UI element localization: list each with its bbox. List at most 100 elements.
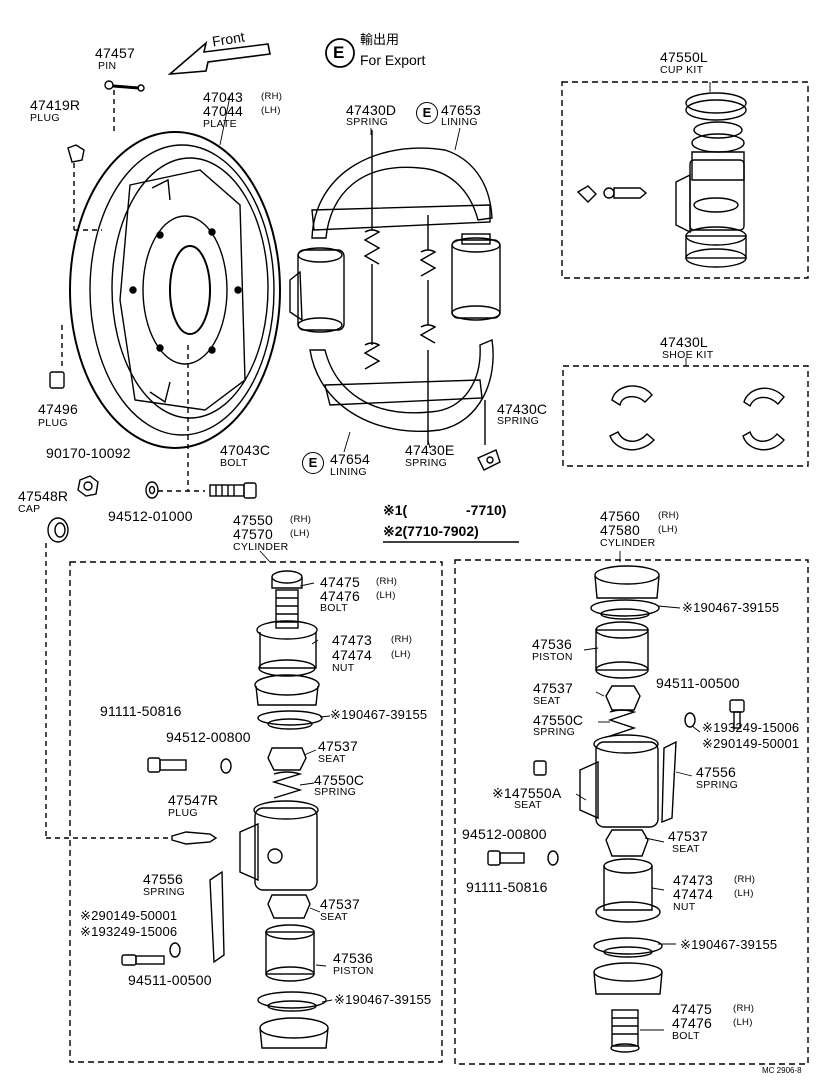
left-nut-name: NUT — [332, 662, 355, 674]
left-cyl-47550-suffix: (RH) — [290, 514, 312, 525]
left-nut-47474-suffix: (LH) — [391, 649, 411, 660]
right-bolt-name: BOLT — [672, 1030, 700, 1042]
right-ring1-number: ※190467-39155 — [682, 600, 780, 615]
left-bolt-91111-number: 91111-50816 — [100, 703, 182, 719]
left-seat1-number: 47537 — [318, 738, 358, 754]
left-plug-47547r-name: PLUG — [168, 807, 198, 819]
right-bolt-47475-number: 47475 — [672, 1001, 712, 1017]
left-ring1-number: ※190467-39155 — [330, 707, 428, 722]
backing-plate-part — [69, 131, 281, 449]
part-47653-name: LINING — [441, 116, 478, 128]
part-47043-suffix: (RH) — [261, 91, 283, 102]
washer-94512-01000-part — [145, 481, 159, 499]
shoe-wheel-cylinder-left — [289, 247, 345, 333]
front-arrow-icon — [167, 40, 271, 76]
left-spring-47556-number: 47556 — [143, 871, 183, 887]
right-nut-name: NUT — [673, 901, 696, 913]
right-spring-47556-number: 47556 — [696, 764, 736, 780]
right-seat-47550a-number: ※147550A — [492, 785, 562, 801]
left-ring2-number: ※190467-39155 — [334, 992, 432, 1007]
shoe-kit-box — [562, 365, 809, 467]
left-seat1-name: SEAT — [318, 753, 346, 765]
export-circle-icon — [325, 38, 355, 68]
right-cylinder-box — [454, 559, 809, 1065]
right-piston-47536-name: PISTON — [532, 651, 573, 663]
right-nut-47474-suffix: (LH) — [734, 888, 754, 899]
part-47550l-number: 47550L — [660, 49, 708, 65]
right-nut-47474-number: 47474 — [673, 886, 713, 902]
right-bolt-91111-number: 91111-50816 — [466, 879, 548, 895]
left-spring-47550c-name: SPRING — [314, 786, 357, 798]
right-seat2-number: 47537 — [668, 828, 708, 844]
right-cylinder-parts — [487, 565, 745, 1053]
left-bolt-name: BOLT — [320, 602, 348, 614]
part-47457-number: 47457 — [95, 45, 135, 61]
left-note2-part-number: ※290149-50001 — [80, 908, 178, 923]
right-nut-47473-suffix: (RH) — [734, 874, 756, 885]
right-cyl-47560-number: 47560 — [600, 508, 640, 524]
left-cyl-name: CYLINDER — [233, 541, 289, 553]
leader-lines — [219, 82, 711, 1031]
part-47044-name: PLATE — [203, 118, 237, 130]
left-seat2-number: 47537 — [320, 896, 360, 912]
part-47430l-name: SHOE KIT — [662, 349, 714, 361]
drawing-code: MC 2906-8 — [762, 1066, 802, 1075]
left-cylinder-parts — [121, 570, 329, 1049]
spring-47430e-part — [419, 215, 437, 445]
part-47496-number: 47496 — [38, 401, 78, 417]
left-cylinder-box — [69, 561, 443, 1063]
right-seat1-name: SEAT — [533, 695, 561, 707]
bolt-47043c-part — [209, 482, 257, 499]
right-spring-47556-name: SPRING — [696, 779, 739, 791]
right-seat1-number: 47537 — [533, 680, 573, 696]
right-ring2-number: ※190467-39155 — [680, 937, 778, 952]
part-90170-number: 90170-10092 — [46, 445, 131, 461]
part-47654-number: 47654 — [330, 451, 370, 467]
part-47430e-name: SPRING — [405, 457, 448, 469]
right-seat2-name: SEAT — [672, 843, 700, 855]
spring-47430c-part — [477, 449, 501, 471]
plug-47496-part — [49, 371, 65, 389]
note-2: ※2(7710-7902) — [383, 523, 479, 539]
brake-shoe-upper-part — [311, 147, 493, 239]
part-47044-suffix: (LH) — [261, 105, 281, 116]
right-cyl-47580-number: 47580 — [600, 522, 640, 538]
right-nut-47473-number: 47473 — [673, 872, 713, 888]
left-bolt-47475-suffix: (RH) — [376, 576, 398, 587]
left-nut-47473-number: 47473 — [332, 632, 372, 648]
left-cyl-47550-number: 47550 — [233, 512, 273, 528]
left-bolt-47476-suffix: (LH) — [376, 590, 396, 601]
left-cyl-47570-suffix: (LH) — [290, 528, 310, 539]
part-47430c-number: 47430C — [497, 401, 548, 417]
right-spring-47550c-name: SPRING — [533, 726, 576, 738]
part-47430l-number: 47430L — [660, 334, 708, 350]
cap-47548r-part — [47, 517, 69, 543]
left-cyl-47570-number: 47570 — [233, 526, 273, 542]
right-spring-47550c-number: 47550C — [533, 712, 584, 728]
export-kanji: 輸出用 — [360, 33, 400, 48]
left-washer-94512-number: 94512-00800 — [166, 729, 251, 745]
left-nut-47473-suffix: (RH) — [391, 634, 413, 645]
part-47419r-number: 47419R — [30, 97, 81, 113]
cup-kit-parts — [576, 92, 747, 268]
part-47043c-number: 47043C — [220, 442, 271, 458]
left-spring-47556-name: SPRING — [143, 886, 186, 898]
right-bolt-47476-number: 47476 — [672, 1015, 712, 1031]
export-text: For Export — [360, 52, 426, 68]
left-piston-47536-number: 47536 — [333, 950, 373, 966]
part-47044-number: 47044 — [203, 103, 243, 119]
left-piston-47536-name: PISTON — [333, 965, 374, 977]
plug-47419r-part — [67, 144, 85, 163]
left-seat2-name: SEAT — [320, 911, 348, 923]
right-note1-part-number: ※193249-15006 — [702, 720, 800, 735]
right-cyl-47560-suffix: (RH) — [658, 510, 680, 521]
shoe-wheel-cylinder-right — [451, 233, 501, 321]
right-seat-47550a-name: SEAT — [514, 799, 542, 811]
left-plug-47547r-number: 47547R — [168, 792, 219, 808]
part-47430e-number: 47430E — [405, 442, 455, 458]
brake-shoe-lower-part — [309, 339, 494, 432]
right-cyl-name: CYLINDER — [600, 537, 656, 549]
part-47654-export-mark: E — [302, 452, 324, 474]
pin-part — [104, 80, 145, 92]
